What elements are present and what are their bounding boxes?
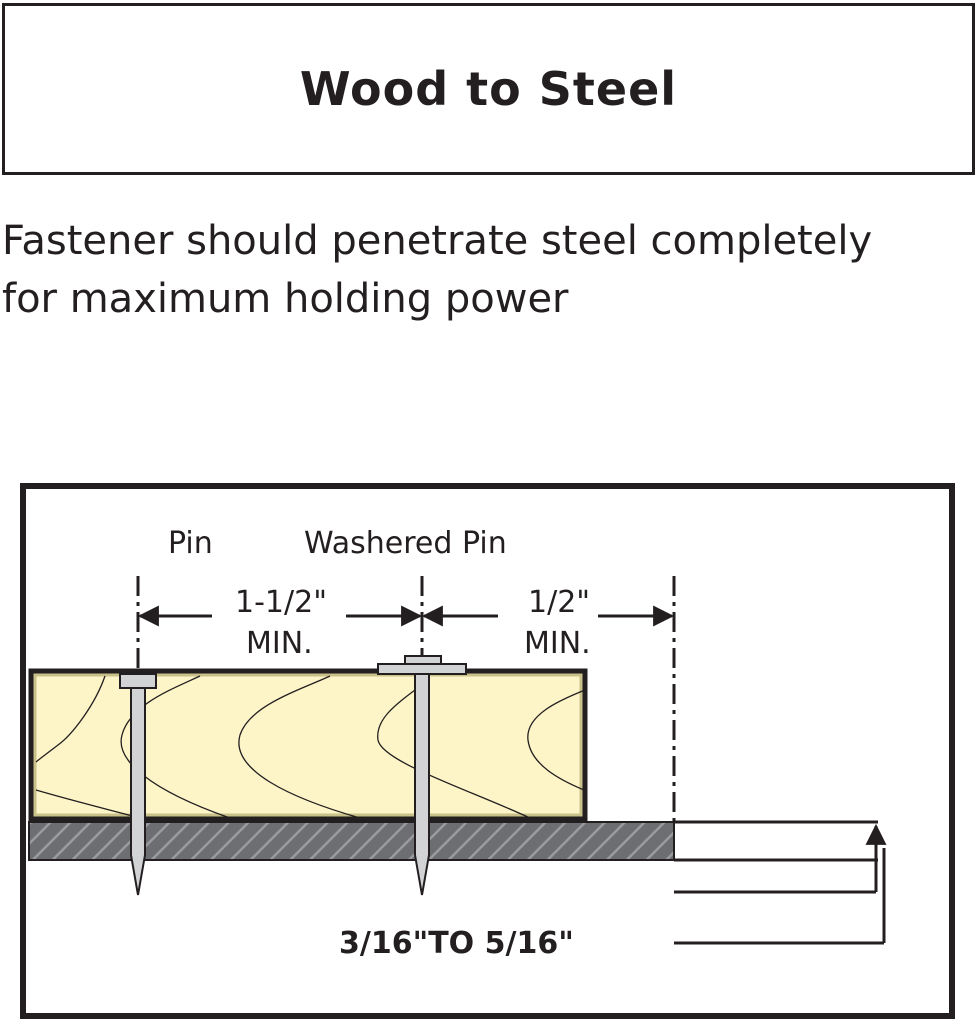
description-line-1: Fastener should penetrate steel complete… <box>2 218 873 264</box>
pin-label: Pin <box>168 526 213 561</box>
wood-grain <box>35 675 586 819</box>
spacing-value-label: 1-1/2" <box>235 585 327 620</box>
spacing-min-label: MIN. <box>246 626 313 661</box>
diagram-frame <box>20 483 955 1019</box>
edge-min-label: MIN. <box>524 626 591 661</box>
edge-value-label: 1/2" <box>528 585 590 620</box>
washered-pin-label: Washered Pin <box>304 526 507 561</box>
washered-pin-fastener <box>377 655 467 896</box>
thickness-extension <box>674 820 887 945</box>
steel-plate <box>28 821 675 861</box>
steel-thickness-label: 3/16"TO 5/16" <box>339 926 574 961</box>
page-title: Wood to Steel <box>299 62 678 116</box>
pin-fastener <box>119 673 157 896</box>
description: Fastener should penetrate steel complete… <box>2 212 974 328</box>
wood-board <box>28 668 588 822</box>
title-box: Wood to Steel <box>2 3 975 175</box>
description-line-2: for maximum holding power <box>2 276 569 322</box>
